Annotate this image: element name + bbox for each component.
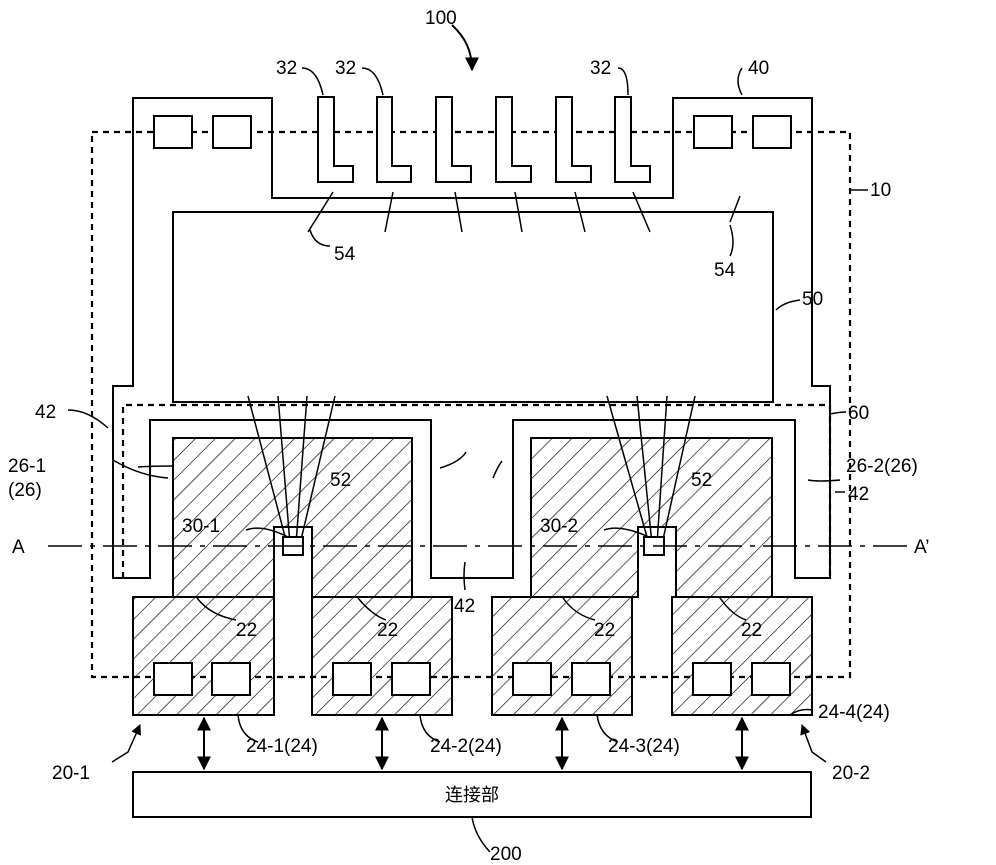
connector-label: 连接部 (445, 785, 499, 806)
element-32 (376, 96, 412, 183)
label-24-4: 24-4(24) (818, 702, 890, 723)
element-32 (555, 96, 592, 183)
leader-lines (67, 67, 868, 853)
label-54: 54 (714, 260, 736, 281)
label-section-a: A (12, 537, 25, 558)
label-52: 52 (691, 470, 712, 491)
label-24-1: 24-1(24) (246, 736, 318, 757)
label-22: 22 (377, 620, 398, 641)
pad-hole (751, 662, 791, 696)
pad-hole (512, 662, 552, 696)
component-50 (172, 211, 774, 403)
label-60: 60 (848, 403, 869, 424)
pad-hole (692, 662, 732, 696)
pad-hole (153, 662, 193, 696)
pad-hole (391, 662, 431, 696)
label-42: 42 (454, 596, 475, 617)
label-22: 22 (741, 620, 762, 641)
element-32 (495, 96, 532, 183)
label-22: 22 (594, 620, 615, 641)
label-22: 22 (236, 620, 257, 641)
pad-22-4 (671, 596, 813, 716)
label-30-1: 30-1 (182, 516, 220, 537)
substrate-10 (90, 130, 852, 679)
pad-hole (211, 662, 251, 696)
label-26-1-paren: (26) (8, 480, 42, 501)
label-200: 200 (490, 844, 522, 865)
element-32 (435, 96, 472, 183)
label-section-a-prime: A’ (914, 537, 929, 558)
label-10: 10 (870, 180, 891, 201)
pad-22-1 (132, 596, 275, 716)
frame-hole (693, 115, 733, 149)
label-42: 42 (35, 402, 56, 423)
label-26-1: 26-1 (8, 456, 46, 477)
element-32 (317, 96, 354, 183)
region-60 (121, 403, 830, 578)
ref-20-1-arrow (111, 724, 141, 763)
label-52: 52 (330, 470, 351, 491)
pad-hole (332, 662, 372, 696)
pad-hole (571, 662, 611, 696)
label-32: 32 (335, 58, 356, 79)
wires-54 (307, 191, 741, 233)
frame-hole (153, 115, 193, 149)
label-32: 32 (276, 58, 297, 79)
label-50: 50 (802, 289, 823, 310)
pad-22-2 (311, 596, 453, 716)
frame-40-42 (112, 97, 831, 579)
ref-20-2-arrow (800, 724, 827, 763)
label-32: 32 (590, 58, 611, 79)
label-42: 42 (848, 484, 869, 505)
ref-100-arrow (451, 24, 479, 72)
label-24-2: 24-2(24) (430, 736, 502, 757)
label-26-2: 26-2(26) (846, 456, 918, 477)
element-32 (614, 96, 651, 183)
wires-52-right (606, 395, 696, 545)
wires-52-left (247, 395, 336, 545)
label-20-1: 20-1 (52, 763, 90, 784)
label-30-2: 30-2 (540, 516, 578, 537)
label-20-2: 20-2 (832, 763, 870, 784)
frame-hole (212, 115, 252, 149)
pad-22-3 (491, 596, 633, 716)
double-arrows (197, 716, 749, 771)
label-54: 54 (334, 244, 356, 265)
label-40: 40 (748, 58, 769, 79)
frame-hole (752, 115, 792, 149)
label-24-3: 24-3(24) (608, 736, 680, 757)
label-100: 100 (425, 8, 457, 29)
